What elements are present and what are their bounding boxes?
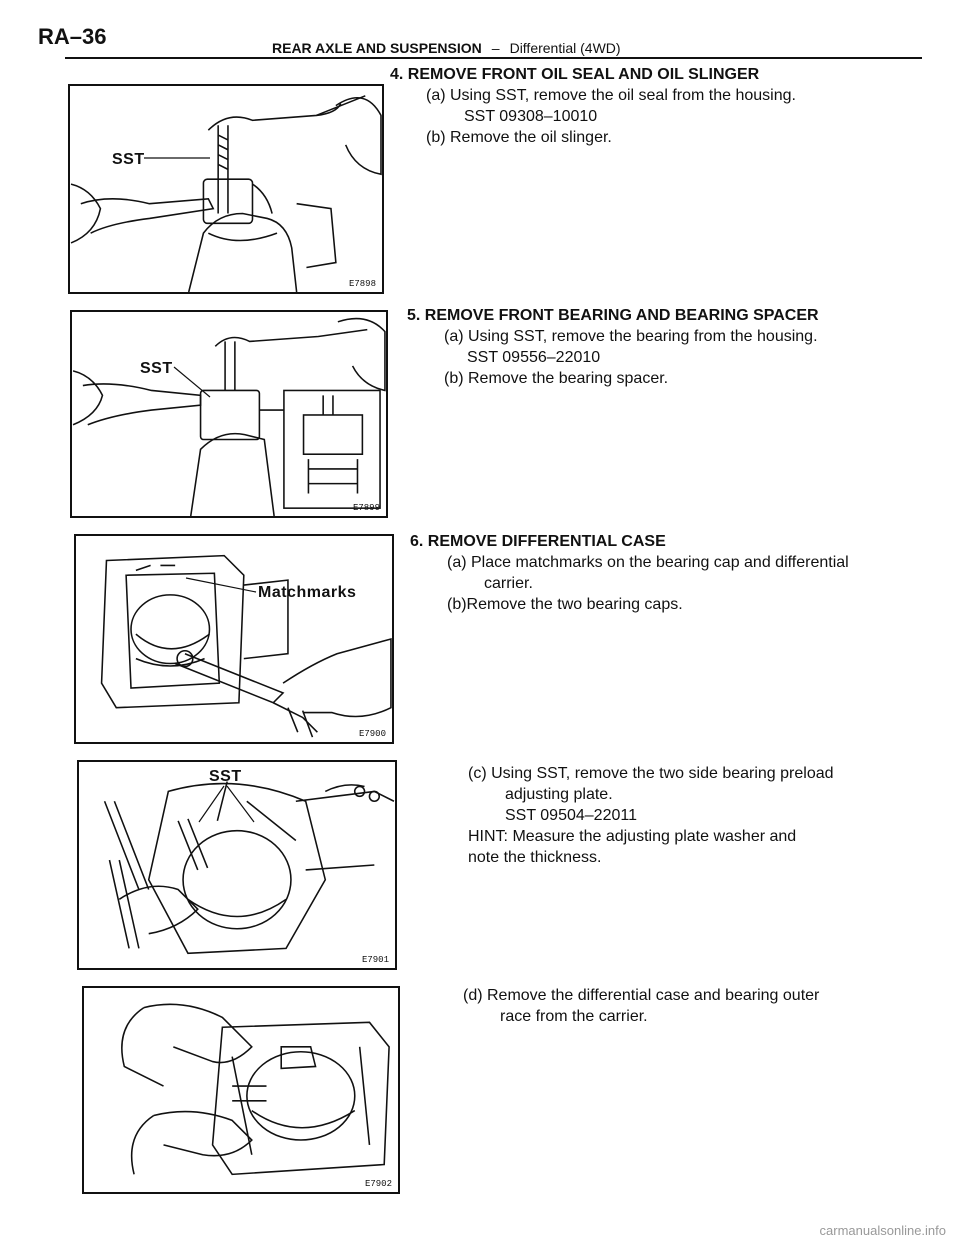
leader-line xyxy=(185,577,257,593)
step-5b: (b) Remove the bearing spacer. xyxy=(444,370,669,387)
step-5: 5. REMOVE FRONT BEARING AND BEARING SPAC… xyxy=(407,305,819,389)
leader-line xyxy=(198,785,255,823)
step-5a-sst: SST 09556–22010 xyxy=(467,349,601,366)
section-separator: – xyxy=(491,40,500,56)
figure-code: E7902 xyxy=(364,1179,392,1189)
figure-bearing-removal: SST E7899 xyxy=(70,310,388,518)
illustration-differential-carrier xyxy=(100,554,392,738)
hint-line2: note the thickness. xyxy=(468,849,602,866)
figure-label-sst: SST xyxy=(140,360,173,377)
step-4a-sst: SST 09308–10010 xyxy=(464,108,598,125)
figure-label-sst: SST xyxy=(112,151,145,168)
step-5a: (a) Using SST, remove the bearing from t… xyxy=(444,328,818,345)
figure-code: E7901 xyxy=(361,955,389,965)
step-6b: (b)Remove the two bearing caps. xyxy=(447,596,683,613)
step-5-heading: 5. REMOVE FRONT BEARING AND BEARING SPAC… xyxy=(407,307,819,324)
step-4: 4. REMOVE FRONT OIL SEAL AND OIL SLINGER… xyxy=(390,64,796,148)
step-6c-line2: adjusting plate. xyxy=(505,786,613,803)
step-6a-line1: (a) Place matchmarks on the bearing cap … xyxy=(447,554,849,571)
section-header: REAR AXLE AND SUSPENSION–Differential (4… xyxy=(272,40,621,56)
leader-line xyxy=(173,366,211,398)
step-6d-line2: race from the carrier. xyxy=(500,1008,648,1025)
page-number: RA–36 xyxy=(38,24,107,49)
illustration-bearing-puller xyxy=(72,317,386,516)
illustration-removing-case xyxy=(121,1003,390,1176)
step-6d: (d) Remove the differential case and bea… xyxy=(463,985,819,1027)
figure-code: E7900 xyxy=(358,729,386,739)
figure-differential-case-removal: E7902 xyxy=(82,986,400,1194)
leader-line xyxy=(144,157,210,159)
step-6-heading: 6. REMOVE DIFFERENTIAL CASE xyxy=(410,533,666,550)
hint-line1: HINT: Measure the adjusting plate washer… xyxy=(468,828,797,845)
step-4-heading: 4. REMOVE FRONT OIL SEAL AND OIL SLINGER xyxy=(390,66,760,83)
figure-oil-seal-removal: SST E7898 xyxy=(68,84,384,294)
figure-label-sst: SST xyxy=(209,768,242,785)
illustration-oil-seal-puller xyxy=(70,95,382,292)
figure-matchmarks: Matchmarks E7900 xyxy=(74,534,394,744)
figure-label-matchmarks: Matchmarks xyxy=(258,584,357,601)
illustration-sst-adjusting-plate xyxy=(103,781,395,955)
step-6c: (c) Using SST, remove the two side beari… xyxy=(468,763,834,868)
step-4a: (a) Using SST, remove the oil seal from … xyxy=(426,87,796,104)
step-6c-sst: SST 09504–22011 xyxy=(505,807,637,824)
figure-code: E7899 xyxy=(352,503,380,513)
subsection-title: Differential (4WD) xyxy=(509,40,621,56)
section-title: REAR AXLE AND SUSPENSION xyxy=(272,40,482,56)
step-4b: (b) Remove the oil slinger. xyxy=(426,129,612,146)
figure-adjusting-plate: SST E7901 xyxy=(77,760,397,970)
figure-code: E7898 xyxy=(348,279,376,289)
step-6a-line2: carrier. xyxy=(484,575,533,592)
header-rule xyxy=(65,57,922,59)
watermark: carmanualsonline.info xyxy=(819,1223,946,1238)
step-6: 6. REMOVE DIFFERENTIAL CASE (a) Place ma… xyxy=(410,531,849,615)
step-6d-line1: (d) Remove the differential case and bea… xyxy=(463,987,820,1004)
step-6c-line1: (c) Using SST, remove the two side beari… xyxy=(468,765,834,782)
